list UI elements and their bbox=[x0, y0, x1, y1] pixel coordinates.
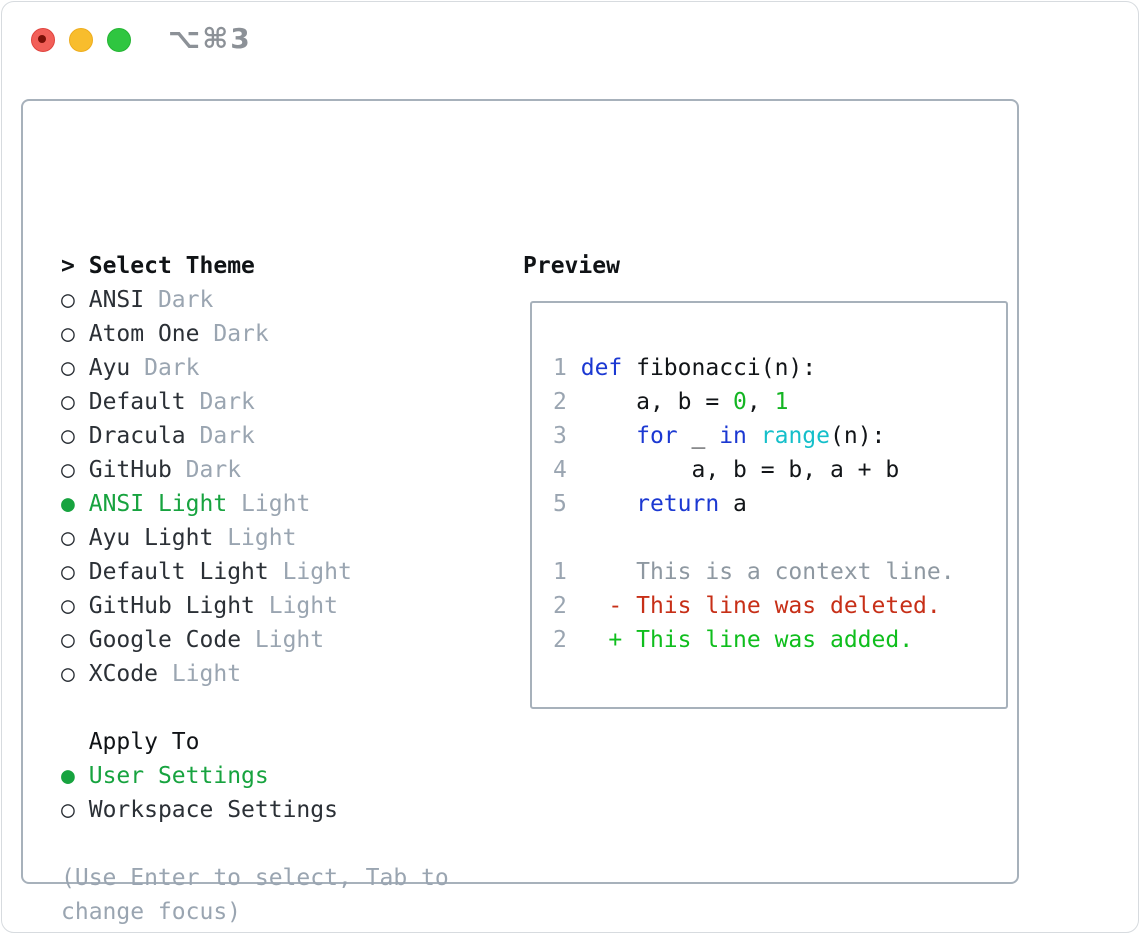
theme-variant-label: Dark bbox=[185, 423, 255, 449]
apply-option-workspace-settings[interactable]: ○ Workspace Settings bbox=[61, 793, 449, 827]
apply-option-label: Workspace Settings bbox=[88, 797, 338, 823]
theme-name: Ayu Light bbox=[88, 525, 214, 551]
line-number: 2 bbox=[553, 593, 567, 619]
line-number: 4 bbox=[553, 457, 567, 483]
theme-variant-label: Light bbox=[241, 627, 325, 653]
help-line: (Use Enter to select, Tab to bbox=[61, 865, 449, 891]
radio-icon: ○ bbox=[61, 457, 75, 483]
theme-name: ANSI bbox=[88, 287, 145, 313]
line-number: 5 bbox=[553, 491, 567, 517]
theme-list: ○ ANSI Dark○ Atom One Dark○ Ayu Dark○ De… bbox=[61, 283, 449, 691]
radio-icon: ○ bbox=[61, 661, 75, 687]
theme-option-default-light[interactable]: ○ Default Light Light bbox=[61, 555, 449, 589]
theme-variant-label: Dark bbox=[199, 321, 269, 347]
theme-name: Dracula bbox=[88, 423, 186, 449]
theme-variant-label: Light bbox=[268, 559, 352, 585]
theme-name: Default bbox=[88, 389, 186, 415]
theme-name: GitHub Light bbox=[88, 593, 255, 619]
settings-panel: > Select Theme ○ ANSI Dark○ Atom One Dar… bbox=[21, 99, 1019, 925]
theme-option-xcode[interactable]: ○ XCode Light bbox=[61, 657, 449, 691]
code-line: 1 This is a context line. bbox=[553, 559, 955, 585]
theme-option-ayu-light[interactable]: ○ Ayu Light Light bbox=[61, 521, 449, 555]
theme-option-atom-one[interactable]: ○ Atom One Dark bbox=[61, 317, 449, 351]
help-line: change focus) bbox=[61, 899, 242, 925]
theme-option-ayu[interactable]: ○ Ayu Dark bbox=[61, 351, 449, 385]
theme-variant-label: Light bbox=[213, 525, 297, 551]
code-line: 2 + This line was added. bbox=[553, 627, 914, 653]
radio-icon: ○ bbox=[61, 525, 75, 551]
select-theme-header: > Select Theme bbox=[61, 249, 449, 283]
radio-icon: ○ bbox=[61, 423, 75, 449]
radio-selected-icon: ● bbox=[61, 491, 75, 517]
theme-option-default[interactable]: ○ Default Dark bbox=[61, 385, 449, 419]
prompt-chevron-icon: > bbox=[61, 253, 75, 279]
zoom-button[interactable] bbox=[107, 28, 131, 52]
theme-option-dracula[interactable]: ○ Dracula Dark bbox=[61, 419, 449, 453]
theme-name: Atom One bbox=[88, 321, 200, 347]
radio-icon: ○ bbox=[61, 593, 75, 619]
help-text: (Use Enter to select, Tab to change focus… bbox=[61, 861, 449, 929]
theme-name: Google Code bbox=[88, 627, 242, 653]
radio-icon: ○ bbox=[61, 389, 75, 415]
code-preview: 1 def fibonacci(n): 2 a, b = 0, 1 3 for _ … bbox=[553, 351, 1006, 657]
theme-option-github[interactable]: ○ GitHub Dark bbox=[61, 453, 449, 487]
theme-option-github-light[interactable]: ○ GitHub Light Light bbox=[61, 589, 449, 623]
theme-panel: > Select Theme ○ ANSI Dark○ Atom One Dar… bbox=[61, 249, 449, 929]
line-number: 2 bbox=[553, 389, 567, 415]
line-number: 1 bbox=[553, 559, 567, 585]
apply-option-user-settings[interactable]: ● User Settings bbox=[61, 759, 449, 793]
radio-icon: ○ bbox=[61, 559, 75, 585]
close-button[interactable] bbox=[31, 28, 55, 52]
theme-variant-label: Dark bbox=[185, 389, 255, 415]
line-number: 2 bbox=[553, 627, 567, 653]
window-title: ⌥⌘3 bbox=[168, 22, 252, 55]
theme-name: Ayu bbox=[88, 355, 131, 381]
theme-name: Default Light bbox=[88, 559, 269, 585]
apply-option-label: User Settings bbox=[88, 763, 269, 789]
theme-variant-label: Light bbox=[157, 661, 242, 687]
radio-icon: ○ bbox=[61, 355, 75, 381]
theme-option-ansi[interactable]: ○ ANSI Dark bbox=[61, 283, 449, 317]
radio-icon: ○ bbox=[61, 287, 75, 313]
close-dot-icon bbox=[38, 35, 46, 43]
code-line: 2 a, b = 0, 1 bbox=[553, 389, 789, 415]
theme-option-ansi-light[interactable]: ● ANSI Light Light bbox=[61, 487, 449, 521]
apply-to-title: Apply To bbox=[88, 729, 200, 755]
code-line: 2 - This line was deleted. bbox=[553, 593, 941, 619]
radio-icon: ○ bbox=[61, 797, 75, 823]
radio-icon: ○ bbox=[61, 321, 75, 347]
minimize-button[interactable] bbox=[69, 28, 93, 52]
theme-variant-label: Dark bbox=[144, 287, 214, 313]
theme-variant-label: Dark bbox=[171, 457, 242, 483]
code-line: 5 return a bbox=[553, 491, 747, 517]
code-line: 4 a, b = b, a + b bbox=[553, 457, 900, 483]
radio-icon: ○ bbox=[61, 627, 75, 653]
code-line-blank bbox=[553, 521, 1006, 555]
radio-selected-icon: ● bbox=[61, 763, 75, 789]
theme-variant-label: Light bbox=[227, 491, 311, 517]
select-theme-title: Select Theme bbox=[88, 253, 255, 279]
theme-name: GitHub bbox=[88, 457, 172, 483]
code-line: 3 for _ in range(n): bbox=[553, 423, 886, 449]
theme-variant-label: Dark bbox=[130, 355, 200, 381]
theme-option-google-code[interactable]: ○ Google Code Light bbox=[61, 623, 449, 657]
preview-box: 1 def fibonacci(n): 2 a, b = 0, 1 3 for _ … bbox=[530, 301, 1008, 709]
theme-variant-label: Light bbox=[254, 593, 338, 619]
line-number: 3 bbox=[553, 423, 567, 449]
theme-name: XCode bbox=[88, 661, 158, 687]
theme-name: ANSI Light bbox=[88, 491, 228, 517]
apply-to-list: ● User Settings○ Workspace Settings bbox=[61, 759, 449, 827]
line-number: 1 bbox=[553, 355, 567, 381]
preview-title: Preview bbox=[523, 253, 620, 279]
code-line: 1 def fibonacci(n): bbox=[553, 355, 817, 381]
